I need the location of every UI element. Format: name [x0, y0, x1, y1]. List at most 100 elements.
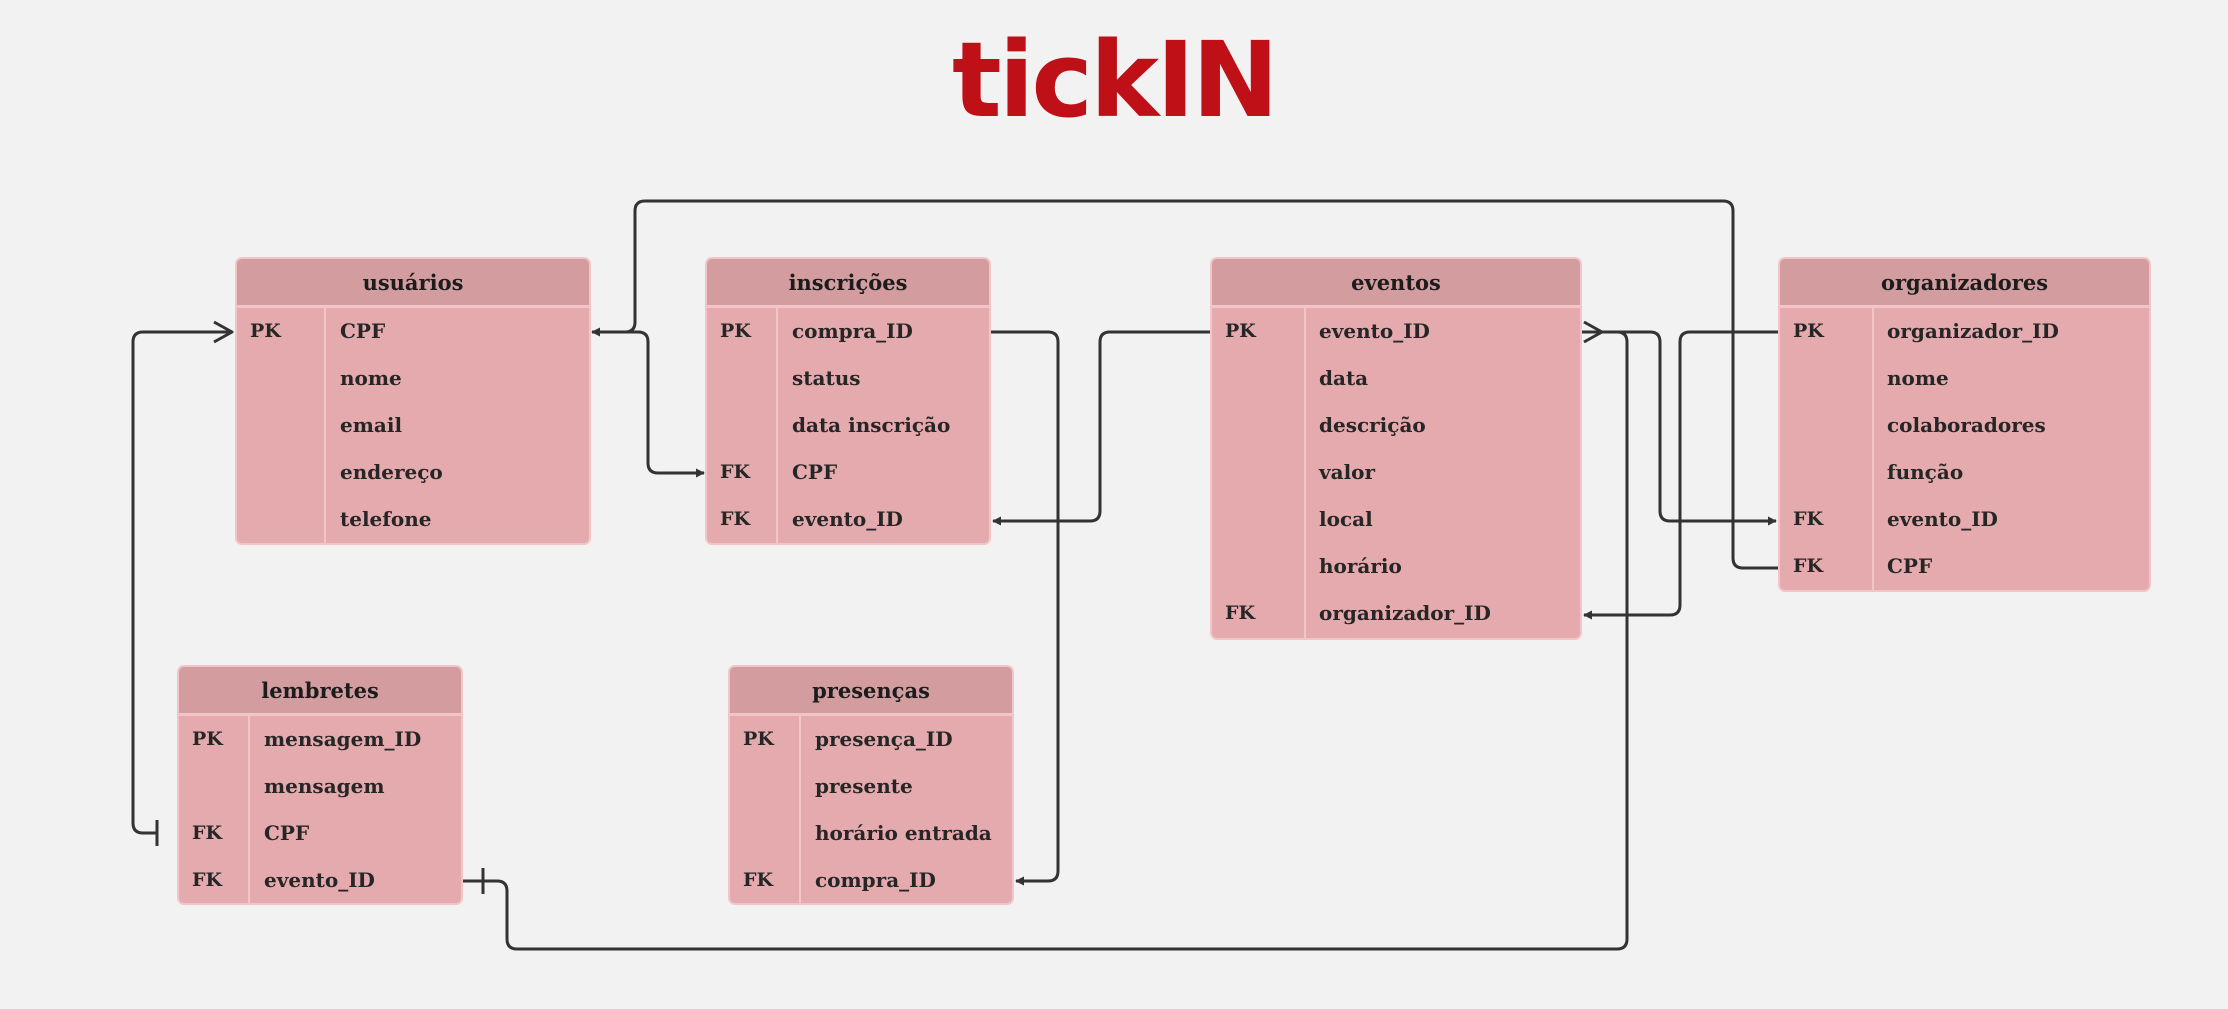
field-name: nome [1887, 366, 1949, 390]
link-organizadores-cpf-usuarios [591, 199, 1780, 570]
column-divider [1872, 308, 1874, 590]
table-row[interactable]: PK presença_ID [730, 716, 1012, 763]
key-label: FK [1793, 508, 1824, 530]
field-name: evento_ID [264, 868, 375, 892]
field-name: horário [1319, 554, 1402, 578]
field-name: local [1319, 507, 1373, 531]
column-divider [1304, 308, 1306, 638]
column-divider [324, 308, 326, 543]
table-organizadores[interactable]: organizadores PK organizador_ID nome cola… [1778, 257, 2151, 592]
table-title: eventos [1212, 259, 1580, 308]
key-label: PK [720, 320, 751, 342]
field-name: evento_ID [1887, 507, 1998, 531]
field-name: valor [1319, 460, 1376, 484]
field-name: data [1319, 366, 1369, 390]
key-label: PK [1225, 320, 1256, 342]
field-name: organizador_ID [1887, 319, 2059, 343]
table-row[interactable]: presente [730, 763, 1012, 810]
key-label: FK [1793, 555, 1824, 577]
table-row[interactable]: nome [1780, 355, 2149, 402]
table-row[interactable]: FK evento_ID [707, 496, 989, 543]
table-title: organizadores [1780, 259, 2149, 308]
table-row[interactable]: status [707, 355, 989, 402]
key-label: FK [720, 461, 751, 483]
table-row[interactable]: PK compra_ID [707, 308, 989, 355]
field-name: CPF [264, 821, 310, 845]
key-label: PK [1793, 320, 1824, 342]
table-usuarios[interactable]: usuários PK CPF nome email endereço telef… [235, 257, 591, 545]
table-row[interactable]: horário entrada [730, 810, 1012, 857]
field-name: endereço [340, 460, 443, 484]
link-lembretes-eventos [462, 330, 1629, 951]
field-name: função [1887, 460, 1964, 484]
table-row[interactable]: PK organizador_ID [1780, 308, 2149, 355]
key-label: FK [1225, 602, 1256, 624]
field-name: email [340, 413, 403, 437]
field-name: horário entrada [815, 821, 992, 845]
field-name: evento_ID [1319, 319, 1430, 343]
column-divider [799, 716, 801, 903]
table-title: inscrições [707, 259, 989, 308]
table-row[interactable]: local [1212, 496, 1580, 543]
table-presencas[interactable]: presenças PK presença_ID presente horário… [728, 665, 1014, 905]
table-row[interactable]: data inscrição [707, 402, 989, 449]
table-row[interactable]: nome [237, 355, 589, 402]
field-name: evento_ID [792, 507, 903, 531]
key-label: PK [250, 320, 281, 342]
field-name: compra_ID [792, 319, 913, 343]
field-name: data inscrição [792, 413, 951, 437]
crowfoot-usuarios-cpf [213, 320, 234, 344]
column-divider [776, 308, 778, 543]
table-row[interactable]: horário [1212, 543, 1580, 590]
table-row[interactable]: FK CPF [179, 810, 461, 857]
field-name: mensagem [264, 774, 385, 798]
link-inscricoes-presencas [991, 330, 1060, 886]
table-row[interactable]: telefone [237, 496, 589, 543]
table-row[interactable]: descrição [1212, 402, 1580, 449]
field-name: descrição [1319, 413, 1426, 437]
column-divider [248, 716, 250, 903]
table-row[interactable]: PK CPF [237, 308, 589, 355]
table-inscricoes[interactable]: inscrições PK compra_ID status data inscr… [705, 257, 991, 545]
table-title: presenças [730, 667, 1012, 716]
field-name: CPF [340, 319, 386, 343]
field-name: colaboradores [1887, 413, 2046, 437]
table-row[interactable]: FK CPF [707, 449, 989, 496]
table-row[interactable]: FK evento_ID [179, 857, 461, 903]
field-name: telefone [340, 507, 432, 531]
table-row[interactable]: PK evento_ID [1212, 308, 1580, 355]
table-row[interactable]: endereço [237, 449, 589, 496]
table-title: lembretes [179, 667, 461, 716]
field-name: presente [815, 774, 913, 798]
table-row[interactable]: data [1212, 355, 1580, 402]
key-label: FK [192, 869, 223, 891]
key-label: PK [743, 728, 774, 750]
key-label: FK [720, 508, 751, 530]
field-name: presença_ID [815, 727, 953, 751]
table-row[interactable]: FK CPF [1780, 543, 2149, 590]
table-row[interactable]: função [1780, 449, 2149, 496]
table-title: usuários [237, 259, 589, 308]
table-row[interactable]: FK evento_ID [1780, 496, 2149, 543]
table-eventos[interactable]: eventos PK evento_ID data descrição valor… [1210, 257, 1582, 640]
key-label: FK [192, 822, 223, 844]
field-name: compra_ID [815, 868, 936, 892]
field-name: CPF [792, 460, 838, 484]
link-eventos-inscricoes [992, 330, 1210, 526]
table-row[interactable]: email [237, 402, 589, 449]
key-label: FK [743, 869, 774, 891]
field-name: CPF [1887, 554, 1933, 578]
table-row[interactable]: valor [1212, 449, 1580, 496]
link-usuarios-inscricoes-cpf [625, 330, 705, 478]
table-row[interactable]: colaboradores [1780, 402, 2149, 449]
table-row[interactable]: mensagem [179, 763, 461, 810]
link-lembretes-cpf-usuarios [131, 330, 232, 835]
diagram-title: tickIN [952, 19, 1279, 141]
table-row[interactable]: FK compra_ID [730, 857, 1012, 903]
link-eventos-organizadores [1582, 330, 1777, 526]
field-name: status [792, 366, 861, 390]
